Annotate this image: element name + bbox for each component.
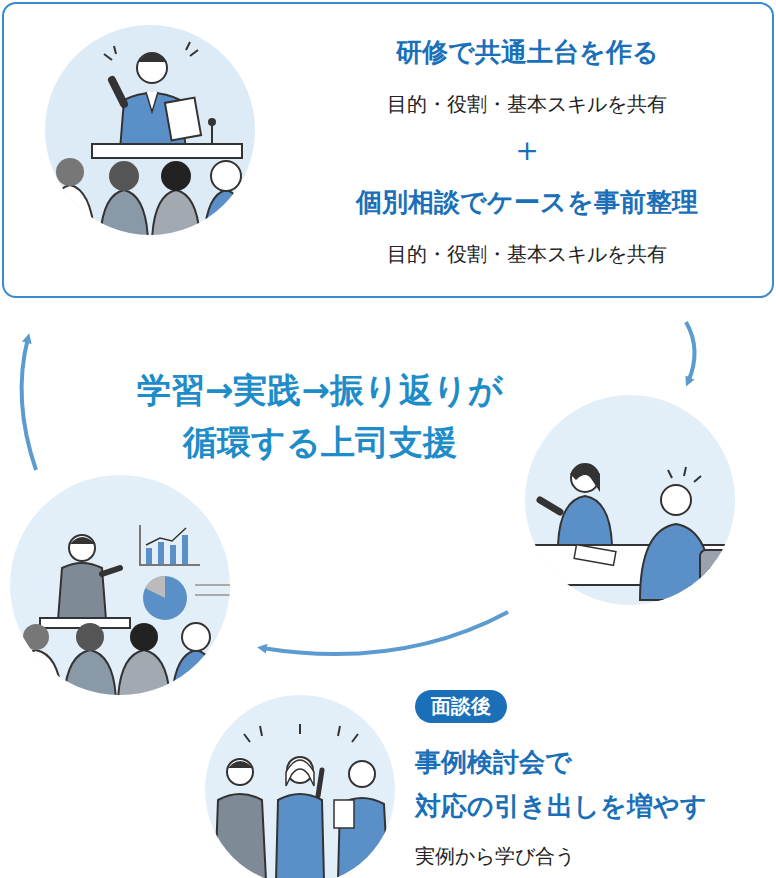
activity-subtext: 実例から学び合う [415,842,765,870]
presentation-illustration [10,475,230,700]
subtext: 目的・役割・基本スキルを共有 [292,242,762,267]
cycle-arrow [686,322,695,382]
heading: 個別相談でケースを事前整理 [292,186,762,219]
summary-box: 研修で共通土台を作る目的・役割・基本スキルを共有＋個別相談でケースを事前整理目的… [2,2,774,298]
cycle-arrow [262,612,508,654]
speaker-illustration [45,25,255,240]
cycle-arrow [22,338,36,470]
subtext: 目的・役割・基本スキルを共有 [292,92,762,117]
activity-heading: 事例検討会で 対応の引き出しを増やす [415,740,765,828]
meeting-illustration [520,395,740,605]
discussion-illustration [205,695,395,878]
plus-sign: ＋ [292,128,762,171]
heading: 研修で共通土台を作る [292,36,762,69]
badge-text: 面談後 [431,694,491,719]
timing-badge: 面談後 [415,690,507,723]
cycle-title: 学習→実践→振り返りが 循環する上司支援 [110,364,530,468]
